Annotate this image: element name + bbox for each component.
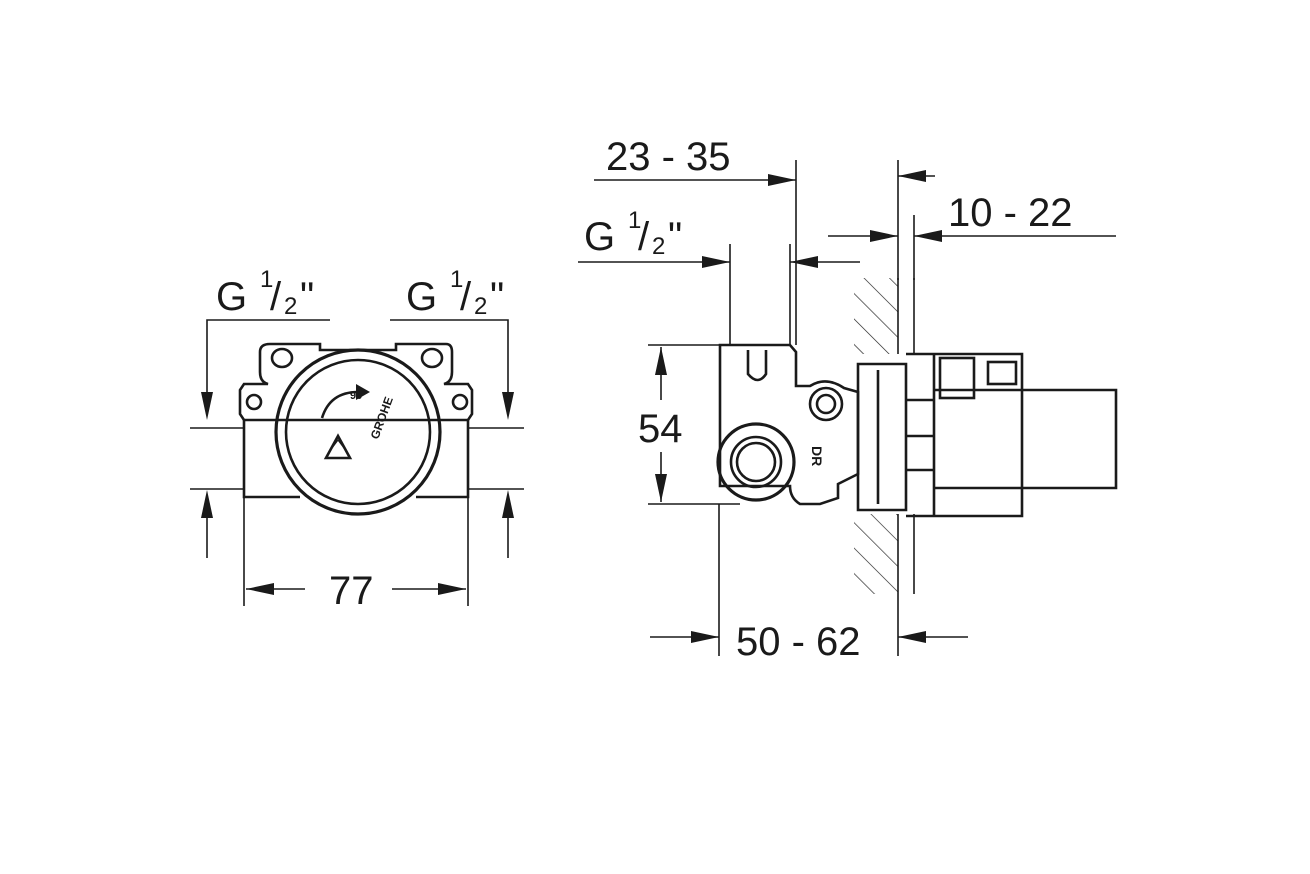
thread-letter: G xyxy=(584,215,615,259)
thread-slash: / xyxy=(460,275,472,319)
thread-numerator: 1 xyxy=(260,266,273,293)
front-view: G 1 / 2 " G 1 / 2 " xyxy=(190,266,524,613)
thread-unit: " xyxy=(300,275,314,319)
thread-slash: / xyxy=(270,275,282,319)
thread-unit: " xyxy=(490,275,504,319)
height-dimension: 54 xyxy=(638,344,740,505)
body-mark: DR xyxy=(809,446,825,466)
thread-denominator: 2 xyxy=(652,233,665,260)
dim-23-35: 23 - 35 xyxy=(594,135,797,345)
height-value: 54 xyxy=(638,407,683,451)
pipe-extension-lines xyxy=(190,427,524,490)
width-dimension: 77 xyxy=(243,497,469,613)
depth-dimension: 50 - 62 xyxy=(650,504,968,664)
brand-mark: GROHE xyxy=(368,395,396,441)
side-thread-label: G 1 / 2 " xyxy=(578,207,860,345)
thread-label-right: G 1 / 2 " xyxy=(406,266,504,320)
dim-top-value: 23 - 35 xyxy=(606,135,731,179)
thread-leaders xyxy=(201,319,514,558)
wall-section xyxy=(854,278,915,594)
width-value: 77 xyxy=(329,569,374,613)
thread-denominator: 2 xyxy=(474,293,487,320)
thread-unit: " xyxy=(668,215,682,259)
thread-slash: / xyxy=(638,215,650,259)
thread-numerator: 1 xyxy=(450,266,463,293)
rotation-mark: 90° xyxy=(350,390,367,402)
valve-body-side: DR xyxy=(716,343,1118,518)
valve-body-front: 90° GROHE xyxy=(238,342,474,516)
dim-10-22: 10 - 22 xyxy=(828,160,1116,280)
thread-letter: G xyxy=(216,275,247,319)
thread-denominator: 2 xyxy=(284,293,297,320)
thread-label-left: G 1 / 2 " xyxy=(216,266,314,320)
dim-top-right-value: 10 - 22 xyxy=(948,191,1073,235)
thread-letter: G xyxy=(406,275,437,319)
depth-value: 50 - 62 xyxy=(736,620,861,664)
side-view: 23 - 35 10 - 22 G 1 / 2 " xyxy=(578,135,1118,664)
recycle-icon xyxy=(323,433,353,460)
thread-numerator: 1 xyxy=(628,207,641,234)
